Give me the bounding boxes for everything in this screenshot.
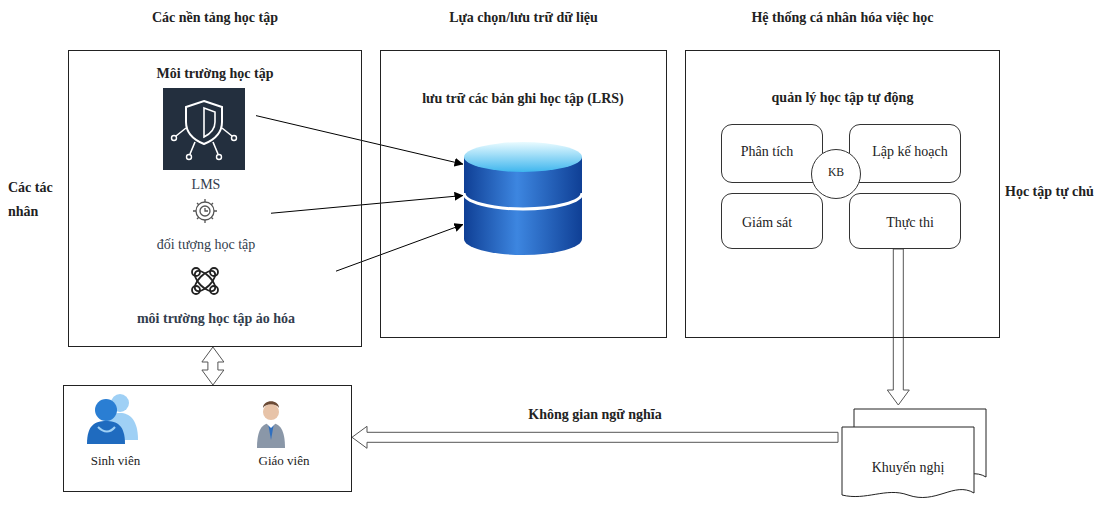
node-text: Các tác nhân bbox=[8, 176, 58, 224]
arrow-line bbox=[256, 116, 463, 165]
node-text: lưu trữ các bản ghi học tập (LRS) bbox=[418, 87, 628, 111]
process-box: Thực thi bbox=[849, 193, 961, 249]
lms-icon bbox=[163, 88, 245, 170]
node-text: Giám sát bbox=[726, 214, 808, 232]
hollow-arrow bbox=[887, 249, 909, 405]
node-text: quản lý học tập tự động bbox=[686, 89, 999, 107]
hollow-arrow bbox=[352, 426, 838, 448]
student-actor: Sinh viên bbox=[73, 393, 158, 471]
hollow-arrow bbox=[202, 347, 224, 385]
database-cylinder bbox=[463, 141, 583, 257]
learning-object-item: đối tượng học tập bbox=[141, 197, 271, 255]
node-text: Lập kế hoạch bbox=[864, 143, 956, 161]
actors-box: Các tác nhânSinh viênGiáo viên bbox=[63, 385, 352, 492]
node-text: Giáo viên bbox=[229, 453, 339, 469]
arrow-line bbox=[336, 225, 463, 272]
students-icon bbox=[87, 394, 138, 444]
process-box: Phân tích bbox=[721, 124, 823, 183]
virtual-env-icon bbox=[192, 268, 219, 295]
node-text: Lựa chọn/lưu trữ dữ liệu bbox=[371, 9, 676, 27]
teacher-icon bbox=[257, 401, 285, 448]
node-text: Môi trường học tập bbox=[69, 65, 361, 83]
side-label: Học tập tự chủ bbox=[1005, 183, 1094, 201]
node-text: môi trường học tập ảo hóa bbox=[96, 310, 336, 328]
edge-label: Không gian ngữ nghĩa bbox=[525, 407, 664, 423]
personalization-panel: Hệ thống cá nhân hóa việc họcquản lý học… bbox=[685, 50, 1000, 338]
node-text: LMS bbox=[156, 176, 256, 194]
process-box: Lập kế hoạch bbox=[849, 124, 961, 183]
node-text: Khuyến nghị bbox=[844, 459, 972, 477]
node-text: Phân tích bbox=[726, 143, 808, 161]
teacher-actor: Giáo viên bbox=[229, 393, 339, 471]
node-text: KB bbox=[812, 166, 860, 181]
panel-heading: Hệ thống cá nhân hóa việc học bbox=[676, 9, 1009, 27]
panel-heading: Các nền tảng học tập bbox=[49, 9, 381, 27]
node-text: Sinh viên bbox=[73, 453, 158, 469]
node-text: đối tượng học tập bbox=[131, 236, 281, 254]
document-shape bbox=[838, 405, 990, 503]
lms-item: LMS bbox=[156, 87, 256, 193]
platform-panel: Các nền tảng học tậpMôi trường học tậpLM… bbox=[68, 50, 362, 347]
virtual-env-item: môi trường học tập ảo hóa bbox=[96, 263, 336, 331]
process-box: Giám sát bbox=[721, 193, 823, 249]
recommendation-document: Khuyến nghị bbox=[838, 405, 990, 503]
data-panel: Lựa chọn/lưu trữ dữ liệulưu trữ các bản … bbox=[380, 50, 667, 338]
arrow-line bbox=[271, 196, 463, 214]
knowledge-base-circle: KB bbox=[811, 149, 861, 199]
lrs-database: lưu trữ các bản ghi học tập (LRS) bbox=[463, 141, 583, 257]
gear-icon bbox=[193, 199, 217, 223]
node-text: Thực thi bbox=[864, 214, 956, 232]
